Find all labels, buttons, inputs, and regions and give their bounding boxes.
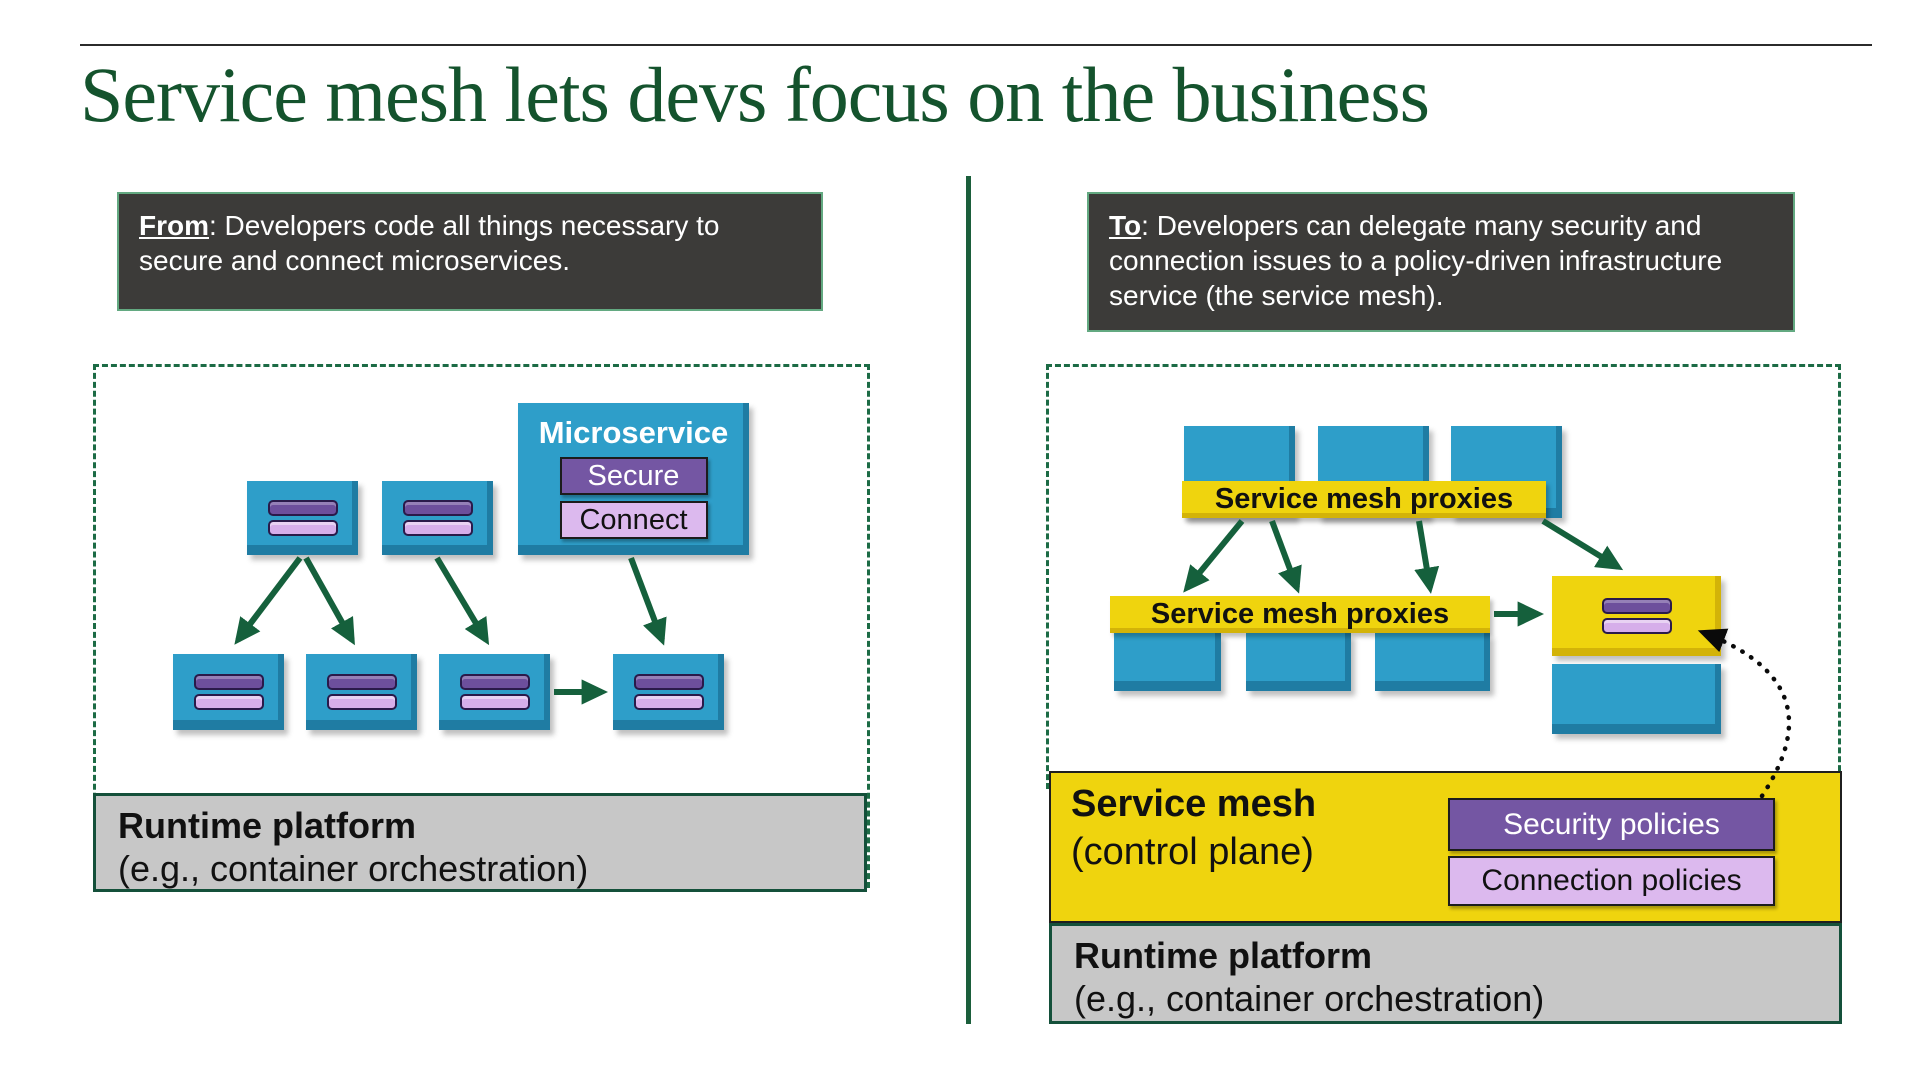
service-instance-box: [247, 481, 358, 555]
runtime-platform-subtitle: (e.g., container orchestration): [118, 848, 589, 890]
connect-bar-icon: [193, 694, 264, 710]
runtime-platform-title: Runtime platform: [118, 805, 417, 846]
secure-chip: Secure: [559, 457, 708, 495]
microservice-box: Microservice Secure Connect: [518, 403, 749, 555]
secure-bar-icon: [267, 500, 338, 516]
secure-bar-icon: [633, 674, 704, 690]
connect-bar-icon: [633, 694, 704, 710]
proxy-sidecar-box: [1552, 576, 1721, 656]
service-mesh-proxies-band-mid: Service mesh proxies: [1110, 596, 1490, 633]
connect-bar-icon: [459, 694, 530, 710]
service-box: [1114, 633, 1221, 691]
control-plane-subtitle: (control plane): [1071, 831, 1314, 873]
left-runtime-platform: Runtime platform (e.g., container orches…: [93, 793, 867, 892]
top-rule: [80, 44, 1872, 46]
service-instance-box: [439, 654, 550, 730]
service-instance-box: [382, 481, 493, 555]
runtime-platform-title: Runtime platform: [1074, 935, 1373, 976]
slide-title: Service mesh lets devs focus on the busi…: [80, 51, 1430, 138]
to-text: : Developers can delegate many security …: [1109, 210, 1723, 311]
secure-bar-icon: [459, 674, 530, 690]
service-box: [1552, 664, 1721, 734]
connection-policy-bar-icon: [1601, 618, 1672, 634]
secure-bar-icon: [193, 674, 264, 690]
security-policy-bar-icon: [1601, 598, 1672, 614]
connect-bar-icon: [326, 694, 397, 710]
service-instance-box: [173, 654, 284, 730]
connect-bar-icon: [267, 520, 338, 536]
service-box: [1375, 633, 1490, 691]
secure-bar-icon: [326, 674, 397, 690]
service-instance-box: [613, 654, 724, 730]
secure-bar-icon: [402, 500, 473, 516]
from-callout: From: Developers code all things necessa…: [117, 192, 823, 311]
right-runtime-platform: Runtime platform (e.g., container orches…: [1049, 923, 1842, 1024]
to-label: To: [1109, 210, 1142, 241]
service-mesh-proxies-band-top: Service mesh proxies: [1182, 481, 1546, 518]
right-deployment-boundary: [1046, 364, 1841, 789]
from-text: : Developers code all things necessary t…: [139, 210, 720, 276]
to-callout: To: Developers can delegate many securit…: [1087, 192, 1795, 332]
connection-policies-box: Connection policies: [1448, 856, 1775, 906]
microservice-title: Microservice: [538, 415, 729, 450]
control-plane-title: Service mesh: [1071, 783, 1317, 825]
from-label: From: [139, 210, 209, 241]
service-instance-box: [306, 654, 417, 730]
panel-divider: [966, 176, 971, 1024]
service-box: [1246, 633, 1351, 691]
security-policies-box: Security policies: [1448, 798, 1775, 851]
service-mesh-control-plane: Service mesh (control plane) Security po…: [1049, 771, 1842, 923]
connect-chip: Connect: [559, 501, 708, 539]
runtime-platform-subtitle: (e.g., container orchestration): [1074, 978, 1545, 1020]
connect-bar-icon: [402, 520, 473, 536]
